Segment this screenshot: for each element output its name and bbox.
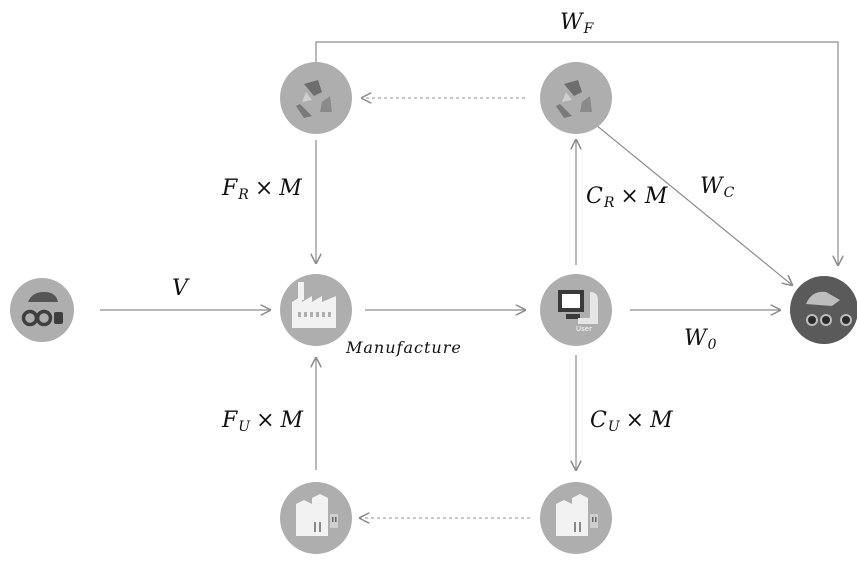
scrap-vehicle-icon <box>790 276 857 344</box>
crm-base: C <box>586 184 603 209</box>
fum-base: F <box>222 408 238 433</box>
crm-sub: R <box>603 195 615 211</box>
arrow-wc <box>595 124 792 285</box>
cum-base: C <box>590 408 607 433</box>
cum-op: × <box>625 408 645 433</box>
crm-op: × <box>620 184 639 209</box>
label-wf: WF <box>560 10 594 37</box>
arrow-wf <box>315 41 838 265</box>
w0-sub: 0 <box>707 337 717 353</box>
fum-op: × <box>256 408 275 433</box>
recycle-icon <box>540 62 612 134</box>
recycle-icon <box>280 62 352 134</box>
label-w0: W0 <box>684 326 717 353</box>
vehicle-icon <box>10 278 74 342</box>
v-base: V <box>172 276 188 301</box>
wc-sub: C <box>723 185 735 201</box>
w0-base: W <box>684 326 707 351</box>
label-fu-m: FU ×M <box>222 408 304 435</box>
user-computer-icon: User <box>540 274 612 346</box>
factory-icon <box>280 274 352 346</box>
label-cr-m: CR ×M <box>586 184 668 211</box>
label-cu-m: CU ×M <box>590 408 673 435</box>
user-badge: User <box>576 325 592 333</box>
frm-op: × <box>254 176 274 201</box>
label-fr-m: FR ×M <box>222 176 302 203</box>
label-wc: WC <box>700 174 735 201</box>
buildings-icon <box>280 482 352 554</box>
buildings-icon <box>540 482 612 554</box>
fum-sub: U <box>238 419 251 435</box>
wf-sub: F <box>583 21 594 37</box>
frm-rest: M <box>279 176 302 201</box>
wc-base: W <box>700 174 723 199</box>
label-v: V <box>172 278 188 300</box>
cum-rest: M <box>650 408 673 433</box>
label-manufacture: Manufacture <box>346 338 462 357</box>
frm-sub: R <box>238 187 249 203</box>
wf-base: W <box>560 10 583 35</box>
fum-rest: M <box>280 408 304 433</box>
crm-rest: M <box>644 184 668 209</box>
frm-base: F <box>222 176 238 201</box>
cum-sub: U <box>607 419 620 435</box>
